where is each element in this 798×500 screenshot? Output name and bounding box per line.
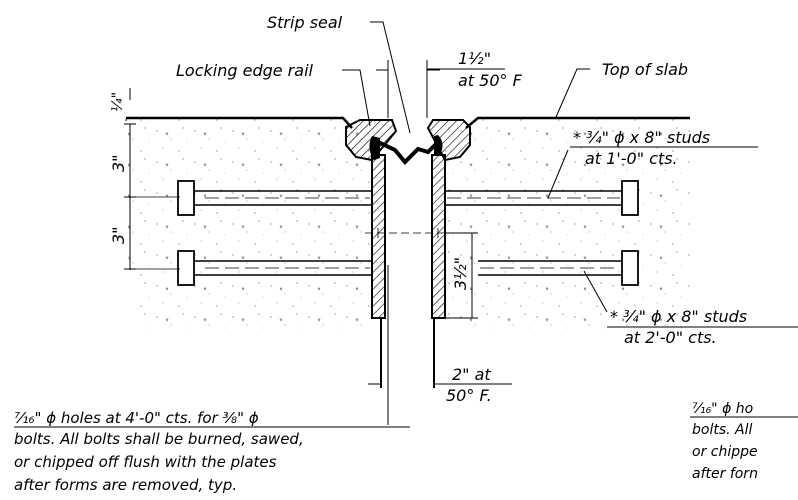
concrete-slab-left [128, 118, 372, 330]
leader-studs-upper [547, 149, 569, 199]
label-gap-bottom-value: 2" at [452, 365, 491, 384]
label-gap-top-temp: at 50° F [458, 71, 523, 90]
stud-upper-left [177, 180, 372, 216]
dimension-3-half [446, 232, 478, 319]
slab-top-right [465, 116, 690, 129]
label-dim-quarter: ¼" [110, 92, 126, 112]
note-left-line1: ⁷⁄₁₆" ϕ holes at 4'-0" cts. for ⅜" ϕ [14, 409, 259, 427]
label-dim-3-half: 3½" [451, 257, 470, 290]
plate-right [431, 154, 446, 319]
plate-left [371, 154, 386, 319]
note-left-line4: after forms are removed, typ. [14, 476, 237, 494]
strip-seal [377, 138, 442, 165]
dimension-top-gap [376, 60, 505, 118]
label-strip-seal: Strip seal [267, 13, 343, 32]
note-left-line2: bolts. All bolts shall be burned, sawed, [14, 430, 304, 448]
label-studs-lower-line1: * ¾" ϕ x 8" studs [610, 307, 747, 326]
leader-top-of-slab [555, 68, 590, 118]
note-right-line4: after forn [692, 466, 758, 482]
stud-lower-right [478, 250, 639, 286]
label-studs-lower-line2: at 2'-0" cts. [624, 328, 717, 347]
label-dim-3-upper: 3" [109, 154, 128, 172]
note-right-line2: bolts. All [692, 422, 752, 438]
note-right-line1: ⁷⁄₁₆" ϕ ho [692, 401, 753, 417]
strip-seal-left-bulb [369, 136, 380, 160]
leader-studs-lower [583, 270, 608, 313]
leader-strip-seal [370, 21, 411, 134]
stud-upper-right [445, 180, 639, 216]
label-locking-edge-rail: Locking edge rail [176, 61, 314, 80]
edge-rail-right [426, 119, 471, 162]
stud-lower-left [177, 250, 372, 286]
dimension-left-verticals [124, 88, 180, 270]
strip-seal-right-bulb [434, 135, 443, 155]
leader-locking-rail [342, 69, 371, 127]
label-studs-upper-line2: at 1'-0" cts. [585, 149, 678, 168]
label-gap-bottom-temp: 50° F. [446, 386, 492, 405]
label-dim-3-lower: 3" [109, 226, 128, 244]
label-studs-upper-line1: * ¾" ϕ x 8" studs [573, 128, 710, 147]
label-gap-top-value: 1½" [458, 49, 491, 68]
note-left-line3: or chipped off flush with the plates [14, 453, 277, 471]
note-right-line3: or chippe [692, 444, 758, 460]
label-top-of-slab: Top of slab [602, 60, 688, 79]
